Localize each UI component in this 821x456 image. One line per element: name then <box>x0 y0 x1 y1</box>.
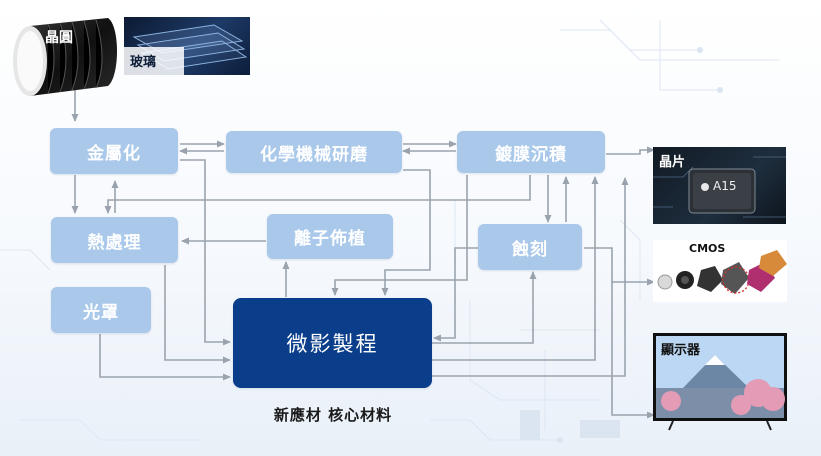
chip-graphic <box>653 156 786 218</box>
apple-logo-icon <box>701 183 709 191</box>
node-lithography: 微影製程 <box>233 298 432 388</box>
display-image: 顯示器 <box>653 333 787 431</box>
display-label: 顯示器 <box>661 343 701 358</box>
wafer-label: 晶圓 <box>45 30 73 46</box>
glass-image: 玻璃 <box>124 17 250 75</box>
node-coating: 鍍膜沉積 <box>457 131 605 173</box>
glass-sheets-graphic <box>124 24 248 75</box>
wafer-cylinder-graphic <box>13 18 117 96</box>
cmos-sensor-graphic <box>657 250 787 294</box>
cmos-label: CMOS <box>689 242 726 255</box>
node-photomask: 光罩 <box>51 287 151 333</box>
node-metallization: 金屬化 <box>50 128 178 174</box>
wafer-image: 晶圓 <box>8 16 120 98</box>
chip-model-text: A15 <box>713 179 737 193</box>
chip-label: 晶片 <box>659 155 686 170</box>
node-etching: 蝕刻 <box>478 224 582 270</box>
node-heat-treatment: 熱處理 <box>51 217 178 263</box>
node-ion-implant: 離子佈植 <box>267 214 393 259</box>
diagram-caption: 新應材 核心材料 <box>273 406 393 424</box>
node-cmp: 化學機械研磨 <box>226 131 402 173</box>
chip-image: 晶片 A15 <box>653 147 786 224</box>
glass-label: 玻璃 <box>130 55 157 70</box>
tv-display-graphic <box>653 333 787 431</box>
cmos-image: CMOS <box>653 240 787 302</box>
